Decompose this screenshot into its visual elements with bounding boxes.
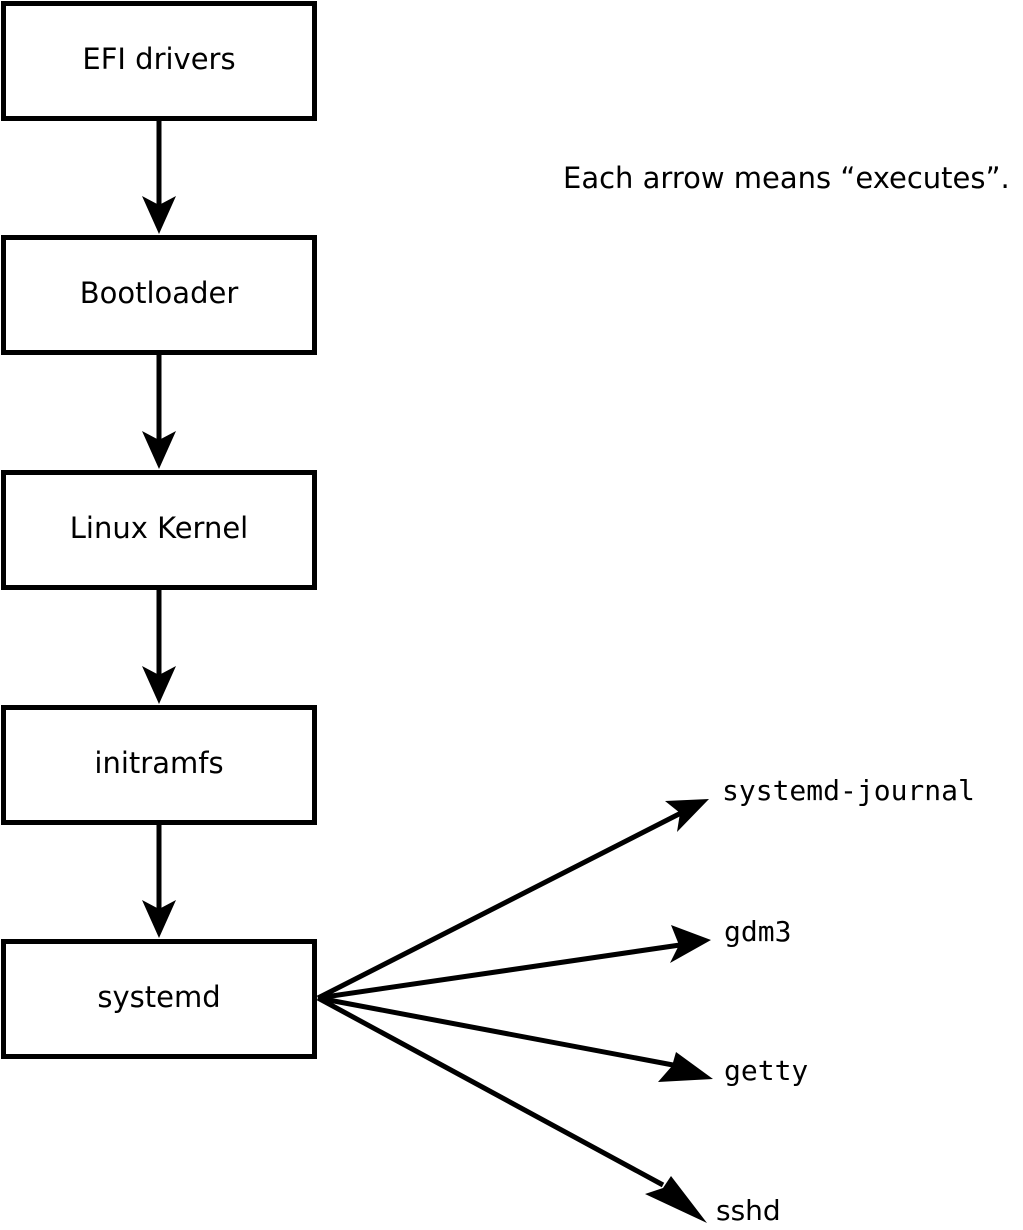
arrow-systemd-to-sshd	[316, 995, 707, 1223]
service-label-getty[interactable]: getty	[724, 1054, 808, 1087]
node-bootloader-label: Bootloader	[80, 276, 239, 310]
arrowhead-icon	[665, 799, 709, 832]
arrowhead-icon	[645, 1176, 707, 1223]
node-bootloader-rect	[1, 235, 317, 355]
node-efi-drivers-rect	[1, 1, 317, 121]
arrowhead-icon	[142, 900, 176, 938]
node-linux-kernel-rect	[1, 470, 317, 590]
arrowhead-icon	[142, 666, 176, 704]
node-bootloader[interactable]: Bootloader	[1, 235, 317, 355]
arrow-bootloader-to-linux-kernel	[142, 353, 176, 469]
arrow-systemd-to-gdm3	[317, 925, 711, 1001]
service-label-gdm3[interactable]: gdm3	[724, 915, 791, 948]
arrowhead-icon	[142, 431, 176, 469]
service-label-sshd[interactable]: sshd	[716, 1194, 781, 1227]
arrow-systemd-to-systemd-journal	[316, 799, 709, 1001]
arrowhead-icon	[142, 196, 176, 234]
node-linux-kernel[interactable]: Linux Kernel	[1, 470, 317, 590]
service-label-systemd-journal[interactable]: systemd-journal	[722, 774, 975, 807]
legend-caption: Each arrow means “executes”.	[563, 161, 1010, 195]
node-linux-kernel-label: Linux Kernel	[70, 511, 248, 545]
node-initramfs[interactable]: initramfs	[1, 705, 317, 825]
arrow-linux-kernel-to-initramfs	[142, 588, 176, 704]
arrow-initramfs-to-systemd	[142, 823, 176, 938]
node-initramfs-rect	[1, 705, 317, 825]
node-efi-drivers[interactable]: EFI drivers	[1, 1, 317, 121]
node-systemd-label: systemd	[97, 980, 220, 1014]
node-initramfs-label: initramfs	[94, 746, 223, 780]
arrow-systemd-to-getty	[317, 995, 713, 1082]
node-systemd[interactable]: systemd	[1, 939, 317, 1059]
arrow-efi-drivers-to-bootloader	[142, 119, 176, 234]
arrowhead-icon	[670, 925, 711, 963]
arrowhead-icon	[658, 1052, 713, 1082]
node-systemd-rect	[1, 939, 317, 1059]
node-efi-drivers-label: EFI drivers	[82, 42, 235, 76]
